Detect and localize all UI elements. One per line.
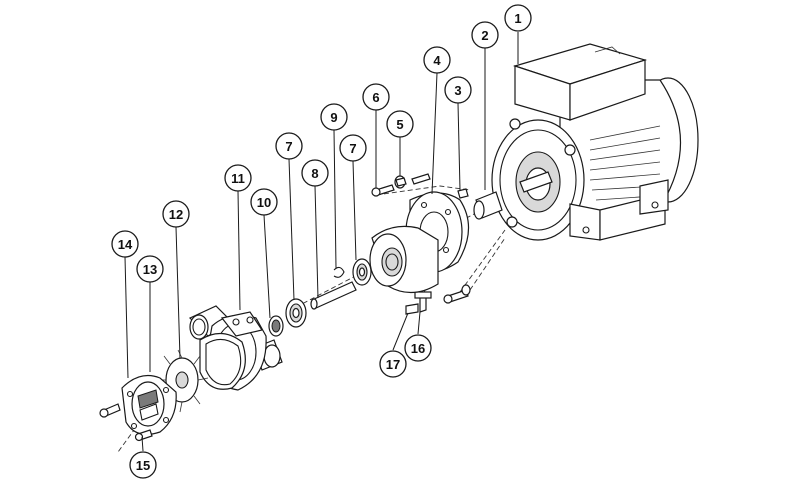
callout-11: 11	[224, 164, 252, 192]
callout-9-label: 9	[330, 110, 337, 125]
callout-10: 10	[250, 188, 278, 216]
pump-shaft	[310, 281, 357, 310]
callout-17: 17	[379, 350, 407, 378]
callout-7-label: 7	[349, 141, 356, 156]
callout-14-label: 14	[118, 237, 133, 252]
callout-7-front-bearing: 7	[275, 132, 303, 160]
callout-4-label: 4	[433, 53, 441, 68]
callout-12: 12	[162, 200, 190, 228]
callout-10-label: 10	[257, 195, 271, 210]
callout-1-label: 1	[514, 11, 521, 26]
cover-plate	[121, 375, 177, 435]
callout-1: 1	[504, 4, 532, 32]
callout-7-label: 7	[285, 139, 292, 154]
callout-7-rear-bearing: 7	[339, 134, 367, 162]
callout-5-label: 5	[396, 117, 403, 132]
callout-5: 5	[386, 110, 414, 138]
callout-12-label: 12	[169, 207, 183, 222]
ball-bearing-front	[285, 298, 307, 328]
callout-15: 15	[129, 451, 157, 479]
callout-14: 14	[111, 230, 139, 258]
callout-2-label: 2	[481, 28, 488, 43]
callout-8: 8	[301, 159, 329, 187]
callout-8-label: 8	[311, 166, 318, 181]
electric-motor	[491, 43, 699, 241]
callout-13: 13	[136, 255, 164, 283]
shaft-coupling	[473, 191, 503, 220]
callout-3: 3	[444, 76, 472, 104]
callout-3-label: 3	[454, 83, 461, 98]
callout-16-label: 16	[411, 341, 425, 356]
ball-bearing-rear	[352, 258, 372, 286]
callout-9: 9	[320, 103, 348, 131]
callout-11-label: 11	[231, 171, 245, 186]
callout-4: 4	[423, 46, 451, 74]
callout-13-label: 13	[143, 262, 157, 277]
callout-15-label: 15	[136, 458, 150, 473]
callout-leader-lines	[124, 32, 519, 452]
lip-seal	[268, 315, 284, 337]
bearing-bracket	[369, 225, 439, 294]
callout-16: 16	[404, 334, 432, 362]
callout-6: 6	[362, 83, 390, 111]
callout-17-label: 17	[386, 357, 400, 372]
body-gasket	[199, 332, 246, 390]
cover-screws	[99, 403, 153, 442]
circlip	[333, 266, 345, 278]
callout-6-label: 6	[372, 90, 379, 105]
callout-2: 2	[471, 21, 499, 49]
